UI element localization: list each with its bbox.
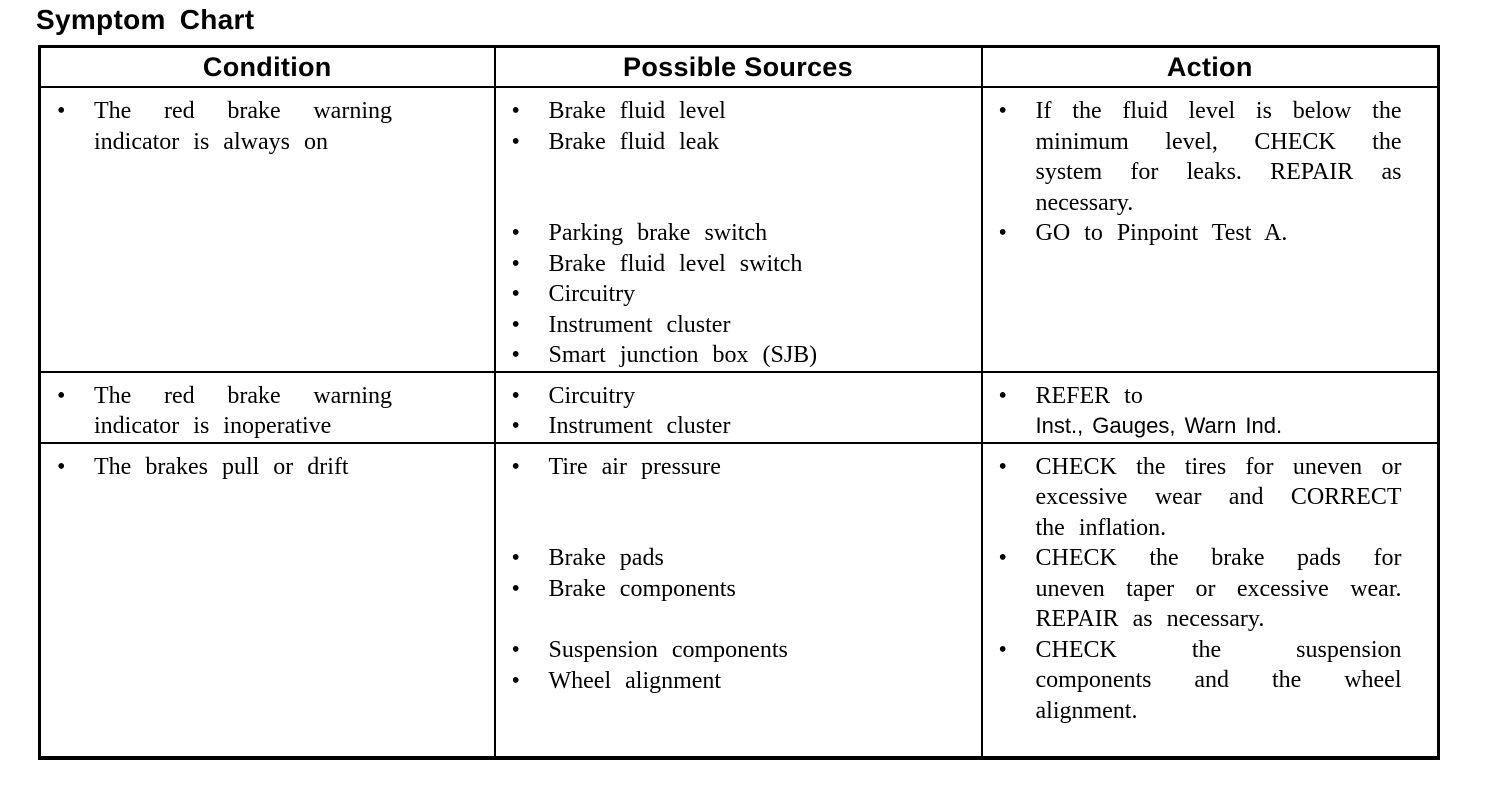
source-text: Brake fluid leak (548, 128, 720, 155)
list-item: • Instrument cluster (512, 411, 975, 442)
bullet-icon: • (511, 311, 520, 338)
action-text: REFER to Inst., Gauges, Warn Ind. (1036, 381, 1402, 442)
sources-cell: • Circuitry • Instrument cluster (493, 370, 983, 444)
bullet-icon: • (511, 250, 520, 277)
source-text: Instrument cluster (548, 311, 731, 338)
source-text: Brake fluid level (548, 98, 726, 124)
source-text: Smart junction box (SJB) (548, 342, 818, 368)
list-item: • Circuitry (512, 279, 975, 310)
list-item: • GO to Pinpoint Test A. (999, 218, 1432, 249)
condition-cell: • The red brake warning indicator is ino… (38, 370, 496, 444)
source-text: Circuitry (548, 281, 636, 307)
list-item: • Brake components (512, 574, 975, 605)
col-header-possible-sources: Possible Sources (493, 45, 983, 88)
bullet-icon: • (998, 382, 1007, 409)
bullet-icon: • (511, 667, 520, 694)
source-text: Tire air pressure (548, 453, 721, 480)
bullet-icon: • (511, 281, 520, 307)
bullet-icon: • (511, 453, 520, 480)
action-cell: • CHECK the tires for uneven or excessiv… (980, 441, 1440, 759)
refer-text: REFER to (1035, 382, 1143, 409)
source-text: Wheel alignment (548, 667, 722, 694)
bullet-icon: • (998, 453, 1007, 480)
bullet-icon: • (998, 636, 1007, 663)
action-text: GO to Pinpoint Test A. (1035, 220, 1288, 246)
bullet-icon: • (511, 637, 520, 663)
list-item: • Parking brake switch (512, 218, 975, 249)
sources-cell: • Tire air pressure • Brake pads • Brake… (493, 441, 983, 759)
condition-text: The red brake warning indicator is alway… (94, 98, 392, 155)
bullet-icon: • (511, 575, 520, 602)
list-item: • Smart junction box (SJB) (512, 340, 975, 371)
col-header-action: Action (980, 45, 1440, 88)
list-item: • If the fluid level is below the minimu… (999, 96, 1432, 218)
source-text: Parking brake switch (548, 220, 768, 246)
page-title: Symptom Chart (36, 4, 255, 35)
list-item: • REFER to Inst., Gauges, Warn Ind. (999, 381, 1432, 442)
table-row: • The red brake warning indicator is alw… (38, 86, 1440, 373)
list-item: • Tire air pressure (512, 452, 975, 483)
source-text: Brake pads (548, 545, 664, 571)
action-text: CHECK the suspension components and the … (1035, 636, 1402, 724)
condition-cell: • The brakes pull or drift (38, 441, 496, 759)
condition-cell: • The red brake warning indicator is alw… (38, 86, 496, 373)
bullet-icon: • (998, 98, 1007, 124)
action-cell: • REFER to Inst., Gauges, Warn Ind. (980, 370, 1440, 444)
list-item: • The red brake warning indicator is alw… (57, 96, 488, 157)
list-item: • Suspension components (512, 635, 975, 666)
action-text: CHECK the brake pads for uneven taper or… (1035, 545, 1402, 632)
list-item: • The red brake warning indicator is ino… (57, 381, 488, 442)
list-item: • CHECK the suspension components and th… (999, 635, 1432, 727)
bullet-icon: • (57, 382, 66, 409)
bullet-icon: • (511, 220, 520, 246)
source-text: Brake components (548, 575, 736, 602)
list-item: • Brake fluid level switch (512, 249, 975, 280)
list-item: • Instrument cluster (512, 310, 975, 341)
bullet-icon: • (511, 98, 520, 124)
bullet-icon: • (998, 545, 1007, 571)
action-text: CHECK the tires for uneven or excessive … (1035, 453, 1402, 541)
condition-text: The red brake warning indicator is inope… (94, 382, 392, 440)
header-row: Condition Possible Sources Action (38, 45, 1440, 88)
source-text: Instrument cluster (548, 413, 731, 439)
refer-link: Inst., Gauges, Warn Ind. (1035, 413, 1283, 438)
bullet-icon: • (57, 98, 66, 124)
condition-text: The brakes pull or drift (94, 453, 349, 480)
bullet-icon: • (998, 220, 1007, 246)
bullet-icon: • (511, 128, 520, 155)
source-text: Circuitry (548, 382, 636, 409)
list-item: • Circuitry (512, 381, 975, 412)
sources-cell: • Brake fluid level • Brake fluid leak •… (493, 86, 983, 373)
list-item: • CHECK the tires for uneven or excessiv… (999, 452, 1432, 544)
bullet-icon: • (511, 342, 520, 368)
source-text: Suspension components (548, 637, 788, 663)
bullet-icon: • (57, 453, 66, 480)
col-header-condition: Condition (38, 45, 496, 88)
bullet-icon: • (511, 545, 520, 571)
list-item: • The brakes pull or drift (57, 452, 488, 483)
list-item: • Wheel alignment (512, 666, 975, 697)
table-row: • The red brake warning indicator is ino… (38, 370, 1440, 444)
bullet-icon: • (511, 382, 520, 409)
action-cell: • If the fluid level is below the minimu… (980, 86, 1440, 373)
list-item: • Brake pads (512, 543, 975, 574)
symptom-chart-table: Condition Possible Sources Action • The … (38, 45, 1440, 760)
list-item: • Brake fluid level (512, 96, 975, 127)
list-item: • Brake fluid leak (512, 127, 975, 158)
table-row: • The brakes pull or drift • Tire air pr… (38, 441, 1440, 759)
action-text: If the fluid level is below the minimum … (1035, 98, 1402, 216)
source-text: Brake fluid level switch (548, 250, 803, 277)
bullet-icon: • (511, 413, 520, 439)
list-item: • CHECK the brake pads for uneven taper … (999, 543, 1432, 635)
